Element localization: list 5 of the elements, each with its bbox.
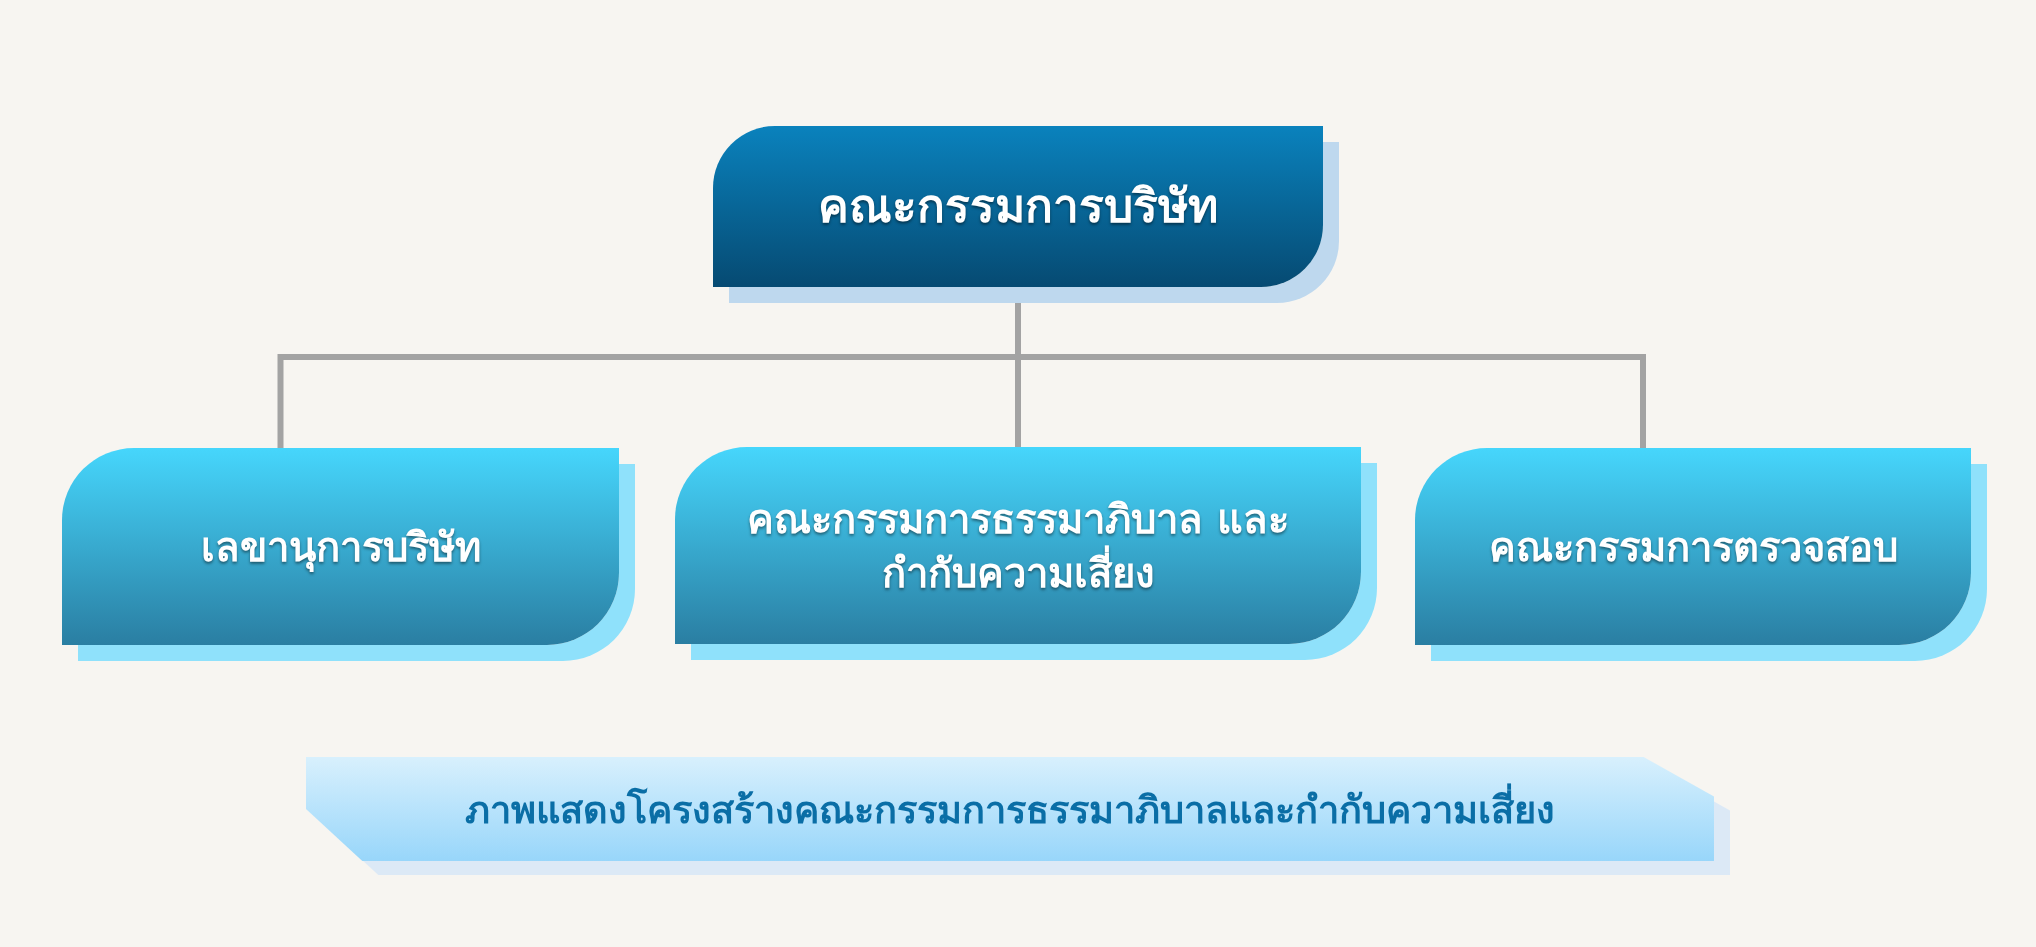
node-title: คณะกรรมการตรวจสอบ [1488, 522, 1898, 572]
node-title: คณะกรรมการบริษัท [818, 178, 1218, 236]
node-title: คณะกรรมการธรรมาภิบาล และกำกับความเสี่ยง [746, 494, 1290, 598]
caption-text: ภาพแสดงโครงสร้างคณะกรรมการธรรมาภิบาลและกำกับความเสี่ยง [465, 778, 1555, 840]
node-title: เลขานุการบริษัท [200, 522, 481, 574]
